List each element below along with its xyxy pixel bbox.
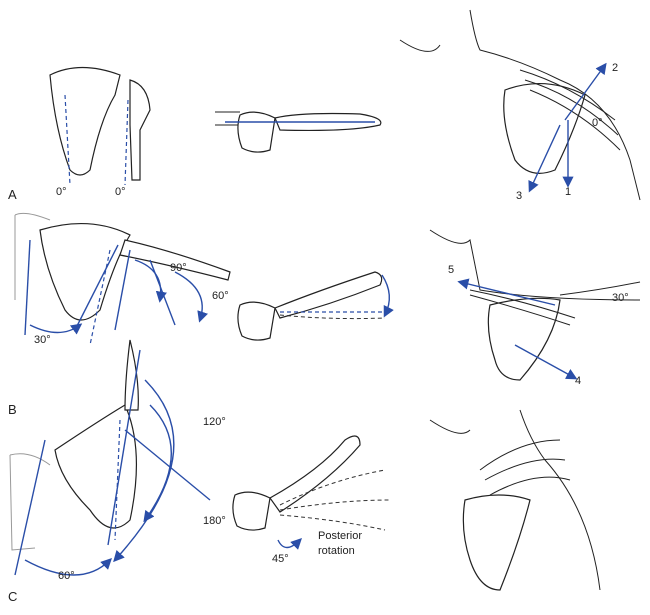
- angle-label: 30°: [34, 334, 51, 346]
- angle-label: 90°: [170, 262, 187, 274]
- clavicle-a: [215, 111, 382, 153]
- arrow-number: 4: [575, 375, 582, 387]
- row-label-a: A: [8, 187, 17, 202]
- angle-label: 30°: [612, 292, 629, 304]
- clavicle-b: [237, 271, 394, 341]
- angle-label: 45°: [272, 553, 289, 565]
- back-muscles-c: [429, 409, 601, 591]
- row-label-c: C: [8, 589, 18, 604]
- angle-label: 60°: [212, 290, 229, 302]
- angle-label: 0°: [592, 117, 603, 129]
- angle-label: 60°: [58, 570, 75, 582]
- scapula-b: [14, 212, 231, 346]
- angle-label: 0°: [115, 186, 126, 198]
- arrow-number: 1: [565, 186, 572, 198]
- arrow-number: 2: [612, 62, 619, 74]
- angle-label: 180°: [203, 515, 226, 527]
- angle-label: 120°: [203, 416, 226, 428]
- angle-label: 0°: [56, 186, 67, 198]
- arrow-number: 5: [448, 264, 455, 276]
- row-label-b: B: [8, 402, 17, 417]
- back-muscles-a: [399, 9, 641, 201]
- rotation-label: Posterior: [318, 530, 363, 542]
- scapula-a: [49, 66, 151, 186]
- arrow-number: 3: [516, 190, 523, 202]
- rotation-label: rotation: [318, 545, 355, 557]
- scapula-c: [9, 339, 211, 576]
- clavicle-c: [232, 435, 391, 550]
- back-muscles-b: [429, 229, 641, 381]
